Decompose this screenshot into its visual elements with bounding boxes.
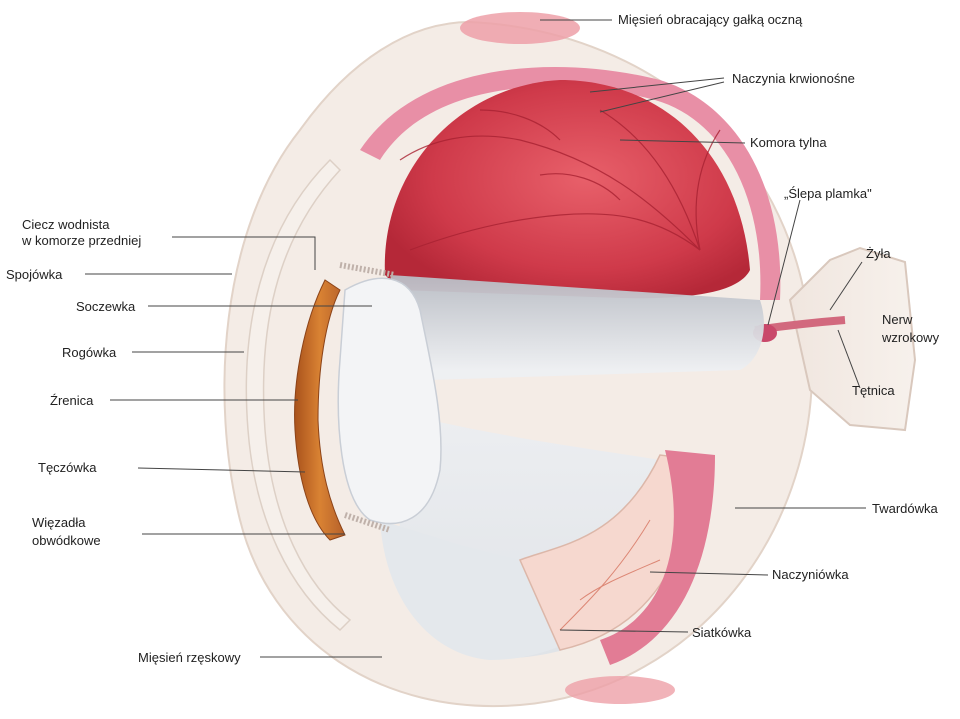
label-zonule-line2: obwódkowe xyxy=(32,533,101,548)
label-ciliary-muscle: Mięsień rzęskowy xyxy=(138,650,241,665)
label-conjunctiva: Spojówka xyxy=(6,267,63,282)
label-blood-vessels: Naczynia krwionośne xyxy=(732,71,855,86)
label-choroid: Naczyniówka xyxy=(772,567,849,582)
label-lens: Soczewka xyxy=(76,299,136,314)
label-aqueous-line2: w komorze przedniej xyxy=(22,233,142,248)
label-optic-nerve-line2: wzrokowy xyxy=(882,330,940,345)
label-cornea: Rogówka xyxy=(62,345,117,360)
choroid-band-lower xyxy=(600,450,715,665)
muscle-bottom xyxy=(565,676,675,704)
label-sclera: Twardówka xyxy=(872,501,938,516)
label-pupil: Źrenica xyxy=(50,393,94,408)
label-aqueous-line1: Ciecz wodnista xyxy=(22,217,110,232)
label-posterior-chamber: Komora tylna xyxy=(750,135,827,150)
label-artery: Tętnica xyxy=(852,383,895,398)
iris-shape xyxy=(294,279,346,541)
label-muscle: Mięsień obracający gałką oczną xyxy=(618,12,803,27)
label-iris: Tęczówka xyxy=(38,460,97,475)
posterior-chamber-shape xyxy=(384,80,750,299)
vitreous-lower xyxy=(380,520,600,660)
blood-vessels xyxy=(399,109,721,251)
label-vein: Żyła xyxy=(866,246,891,261)
zonules-top xyxy=(339,262,396,278)
cornea-shape xyxy=(245,158,352,632)
lens-shape xyxy=(337,277,442,525)
label-blind-spot: „Ślepa plamka" xyxy=(784,186,872,201)
retina-flap-vessels xyxy=(559,519,661,631)
label-optic-nerve-line1: Nerw xyxy=(882,312,913,327)
optic-nerve-shape xyxy=(788,246,917,432)
label-zonule-line1: Więzadła xyxy=(32,515,86,530)
label-retina: Siatkówka xyxy=(692,625,752,640)
